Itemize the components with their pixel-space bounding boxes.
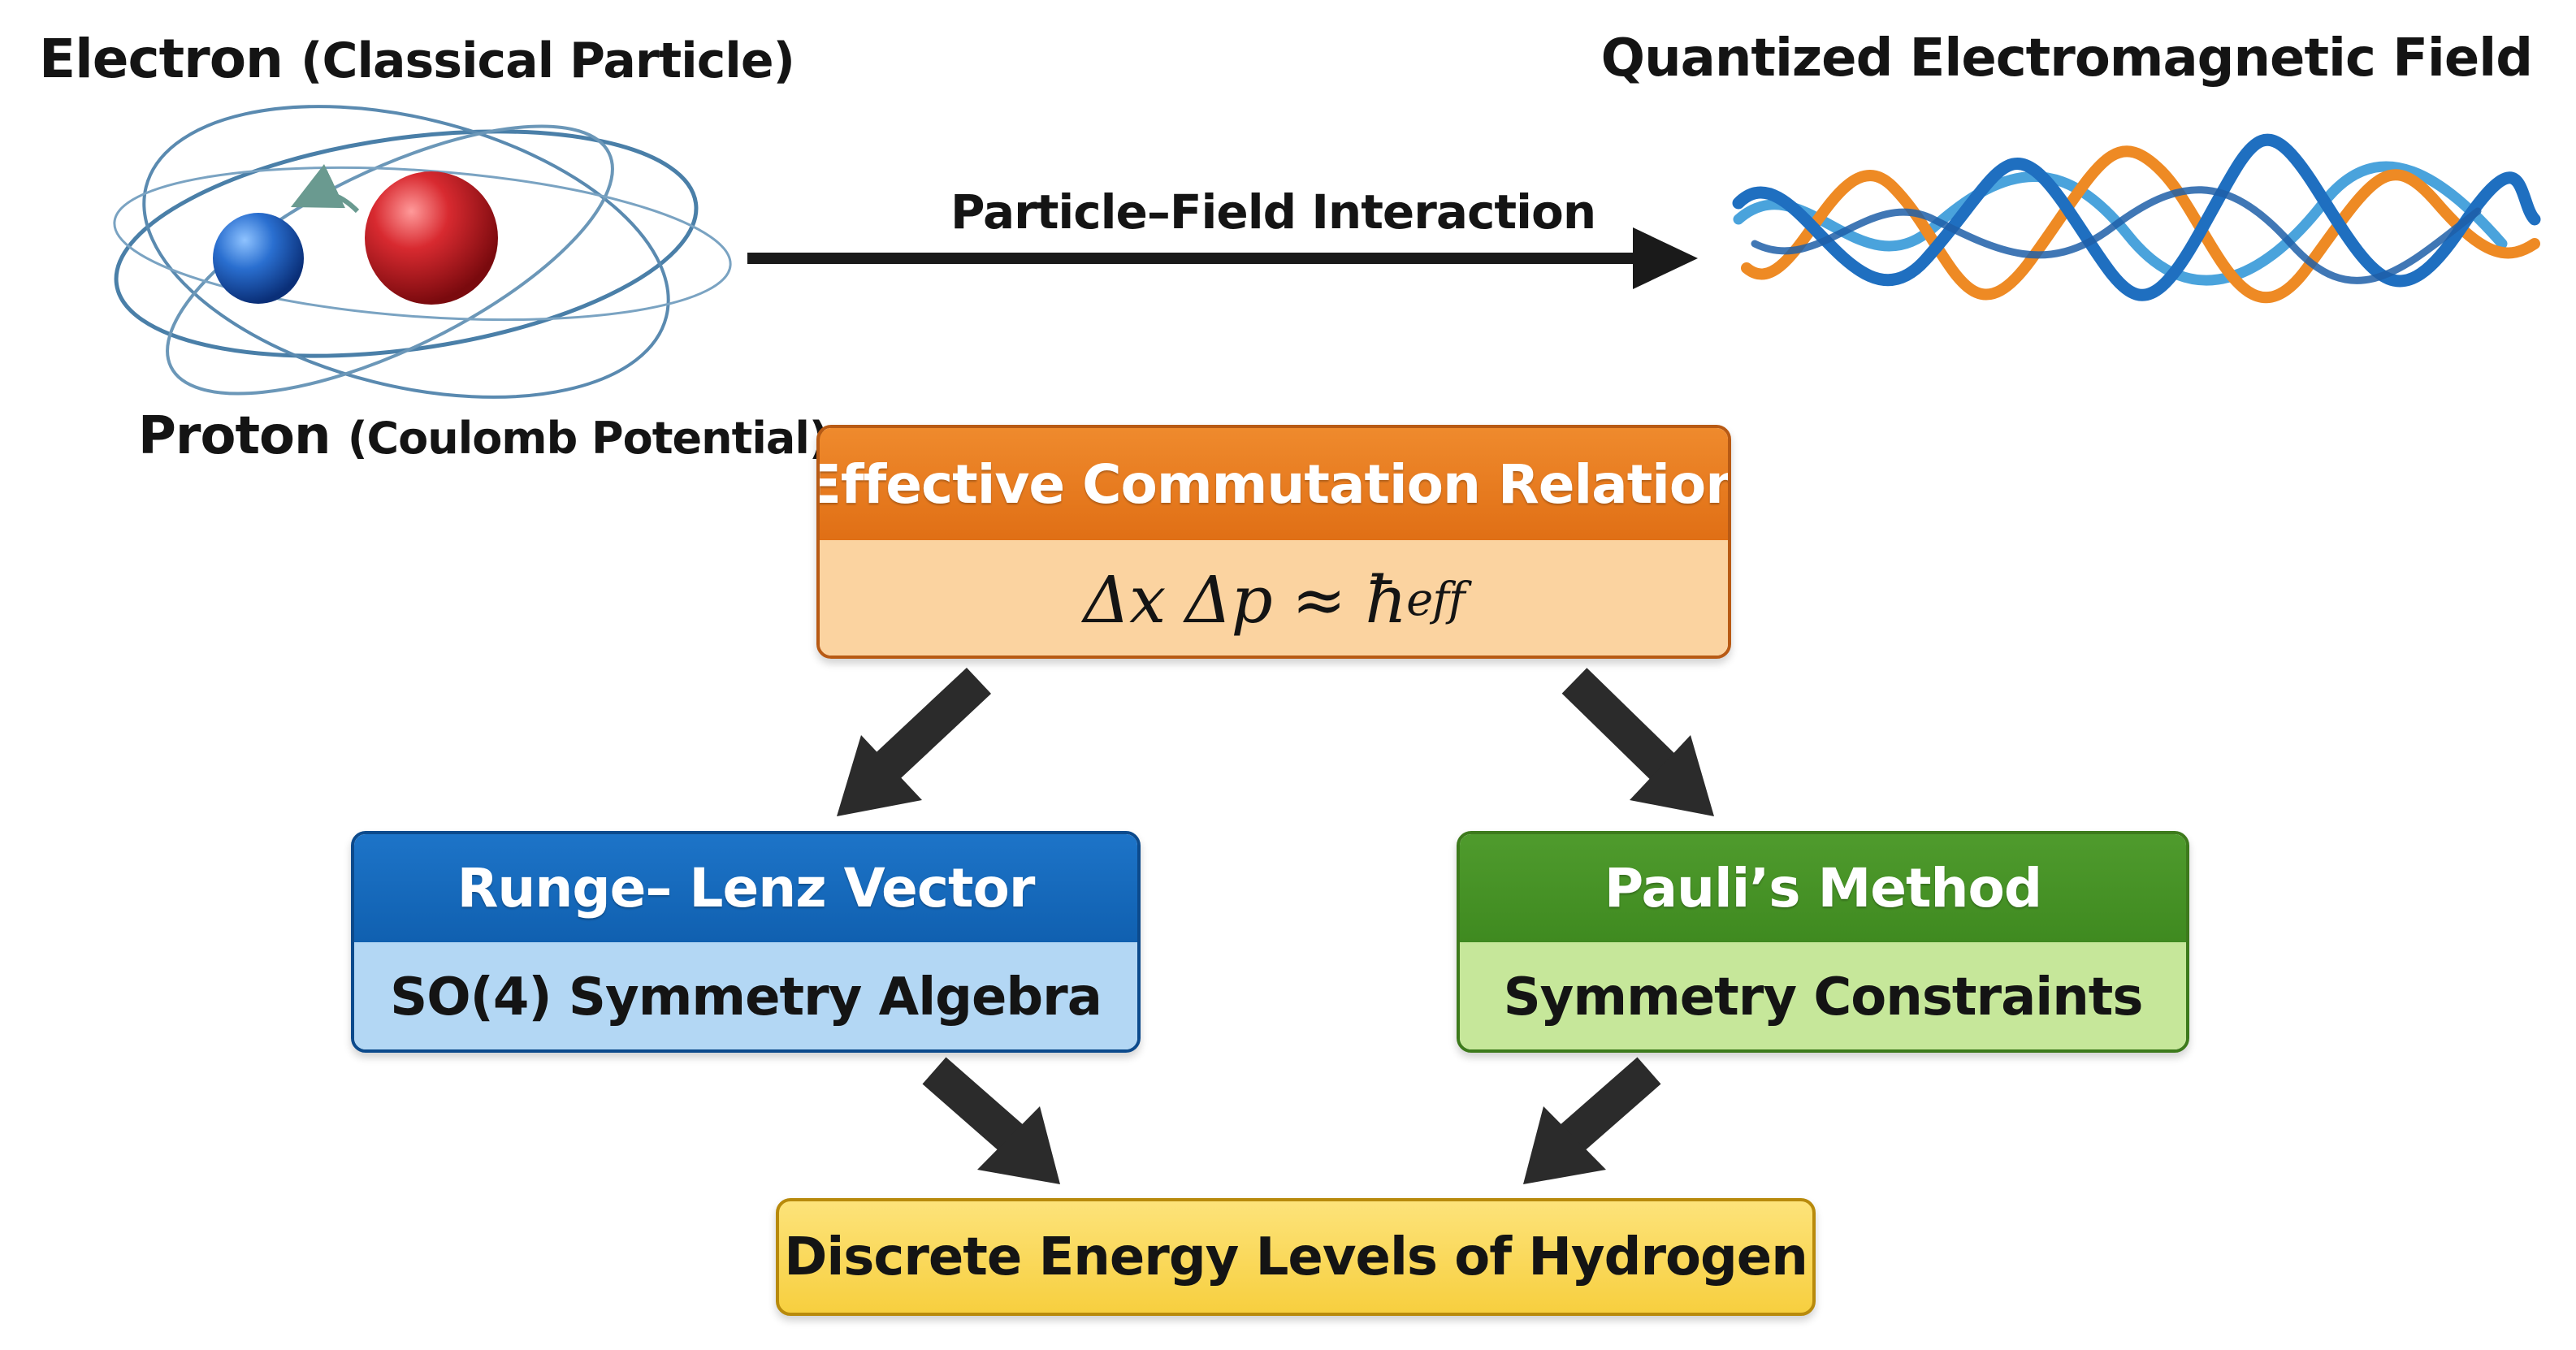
electron-label: Electron (Classical Particle) <box>39 32 795 89</box>
proton-title: Proton <box>138 406 331 466</box>
arrow-to-runge <box>837 667 992 816</box>
wave-orange <box>1741 145 2540 304</box>
electron-subtitle: (Classical Particle) <box>301 32 795 89</box>
commutation-title: Effective Commutation Relation <box>820 428 1728 540</box>
proton-sphere <box>365 171 498 305</box>
arrow-runge-to-result <box>922 1057 1060 1184</box>
pauli-method-subtitle: Symmetry Constraints <box>1460 942 2186 1049</box>
em-field-waves <box>1732 133 2541 304</box>
wave-blue <box>1732 133 2541 301</box>
wave-light-blue <box>1733 161 2508 286</box>
field-label: Quantized Electromagnetic Field <box>1600 28 2533 89</box>
flow-arrows <box>837 667 1714 1184</box>
interaction-label: Particle–Field Interaction <box>950 184 1596 240</box>
electron-title: Electron <box>39 28 284 90</box>
orbit-ring <box>142 105 670 399</box>
pauli-method-title: Pauli’s Method <box>1460 834 2186 942</box>
formula-main: Δx Δp ≈ ħ <box>1083 561 1407 638</box>
orbit-ring <box>114 129 699 358</box>
pauli-method-box: Pauli’s Method Symmetry Constraints <box>1457 831 2189 1053</box>
atom-illustration <box>113 105 732 399</box>
interaction-arrow <box>747 227 1698 289</box>
arrow-to-pauli <box>1561 668 1714 816</box>
runge-lenz-title: Runge– Lenz Vector <box>354 834 1137 942</box>
proton-label: Proton (Coulomb Potential) <box>138 410 829 462</box>
wave-blue-thin <box>1751 186 2482 284</box>
proton-subtitle: (Coulomb Potential) <box>347 413 829 464</box>
runge-lenz-subtitle: SO(4) Symmetry Algebra <box>354 942 1137 1049</box>
motion-arrow-icon <box>290 163 360 214</box>
commutation-box: Effective Commutation Relation Δx Δp ≈ ħ… <box>816 425 1731 659</box>
energy-levels-box: Discrete Energy Levels of Hydrogen <box>776 1198 1816 1316</box>
runge-lenz-box: Runge– Lenz Vector SO(4) Symmetry Algebr… <box>351 831 1141 1053</box>
arrow-pauli-to-result <box>1523 1057 1661 1184</box>
orbit-ring <box>166 124 614 396</box>
electron-sphere <box>213 213 304 304</box>
formula-subscript: eff <box>1406 573 1466 626</box>
orbit-ring <box>113 166 732 322</box>
